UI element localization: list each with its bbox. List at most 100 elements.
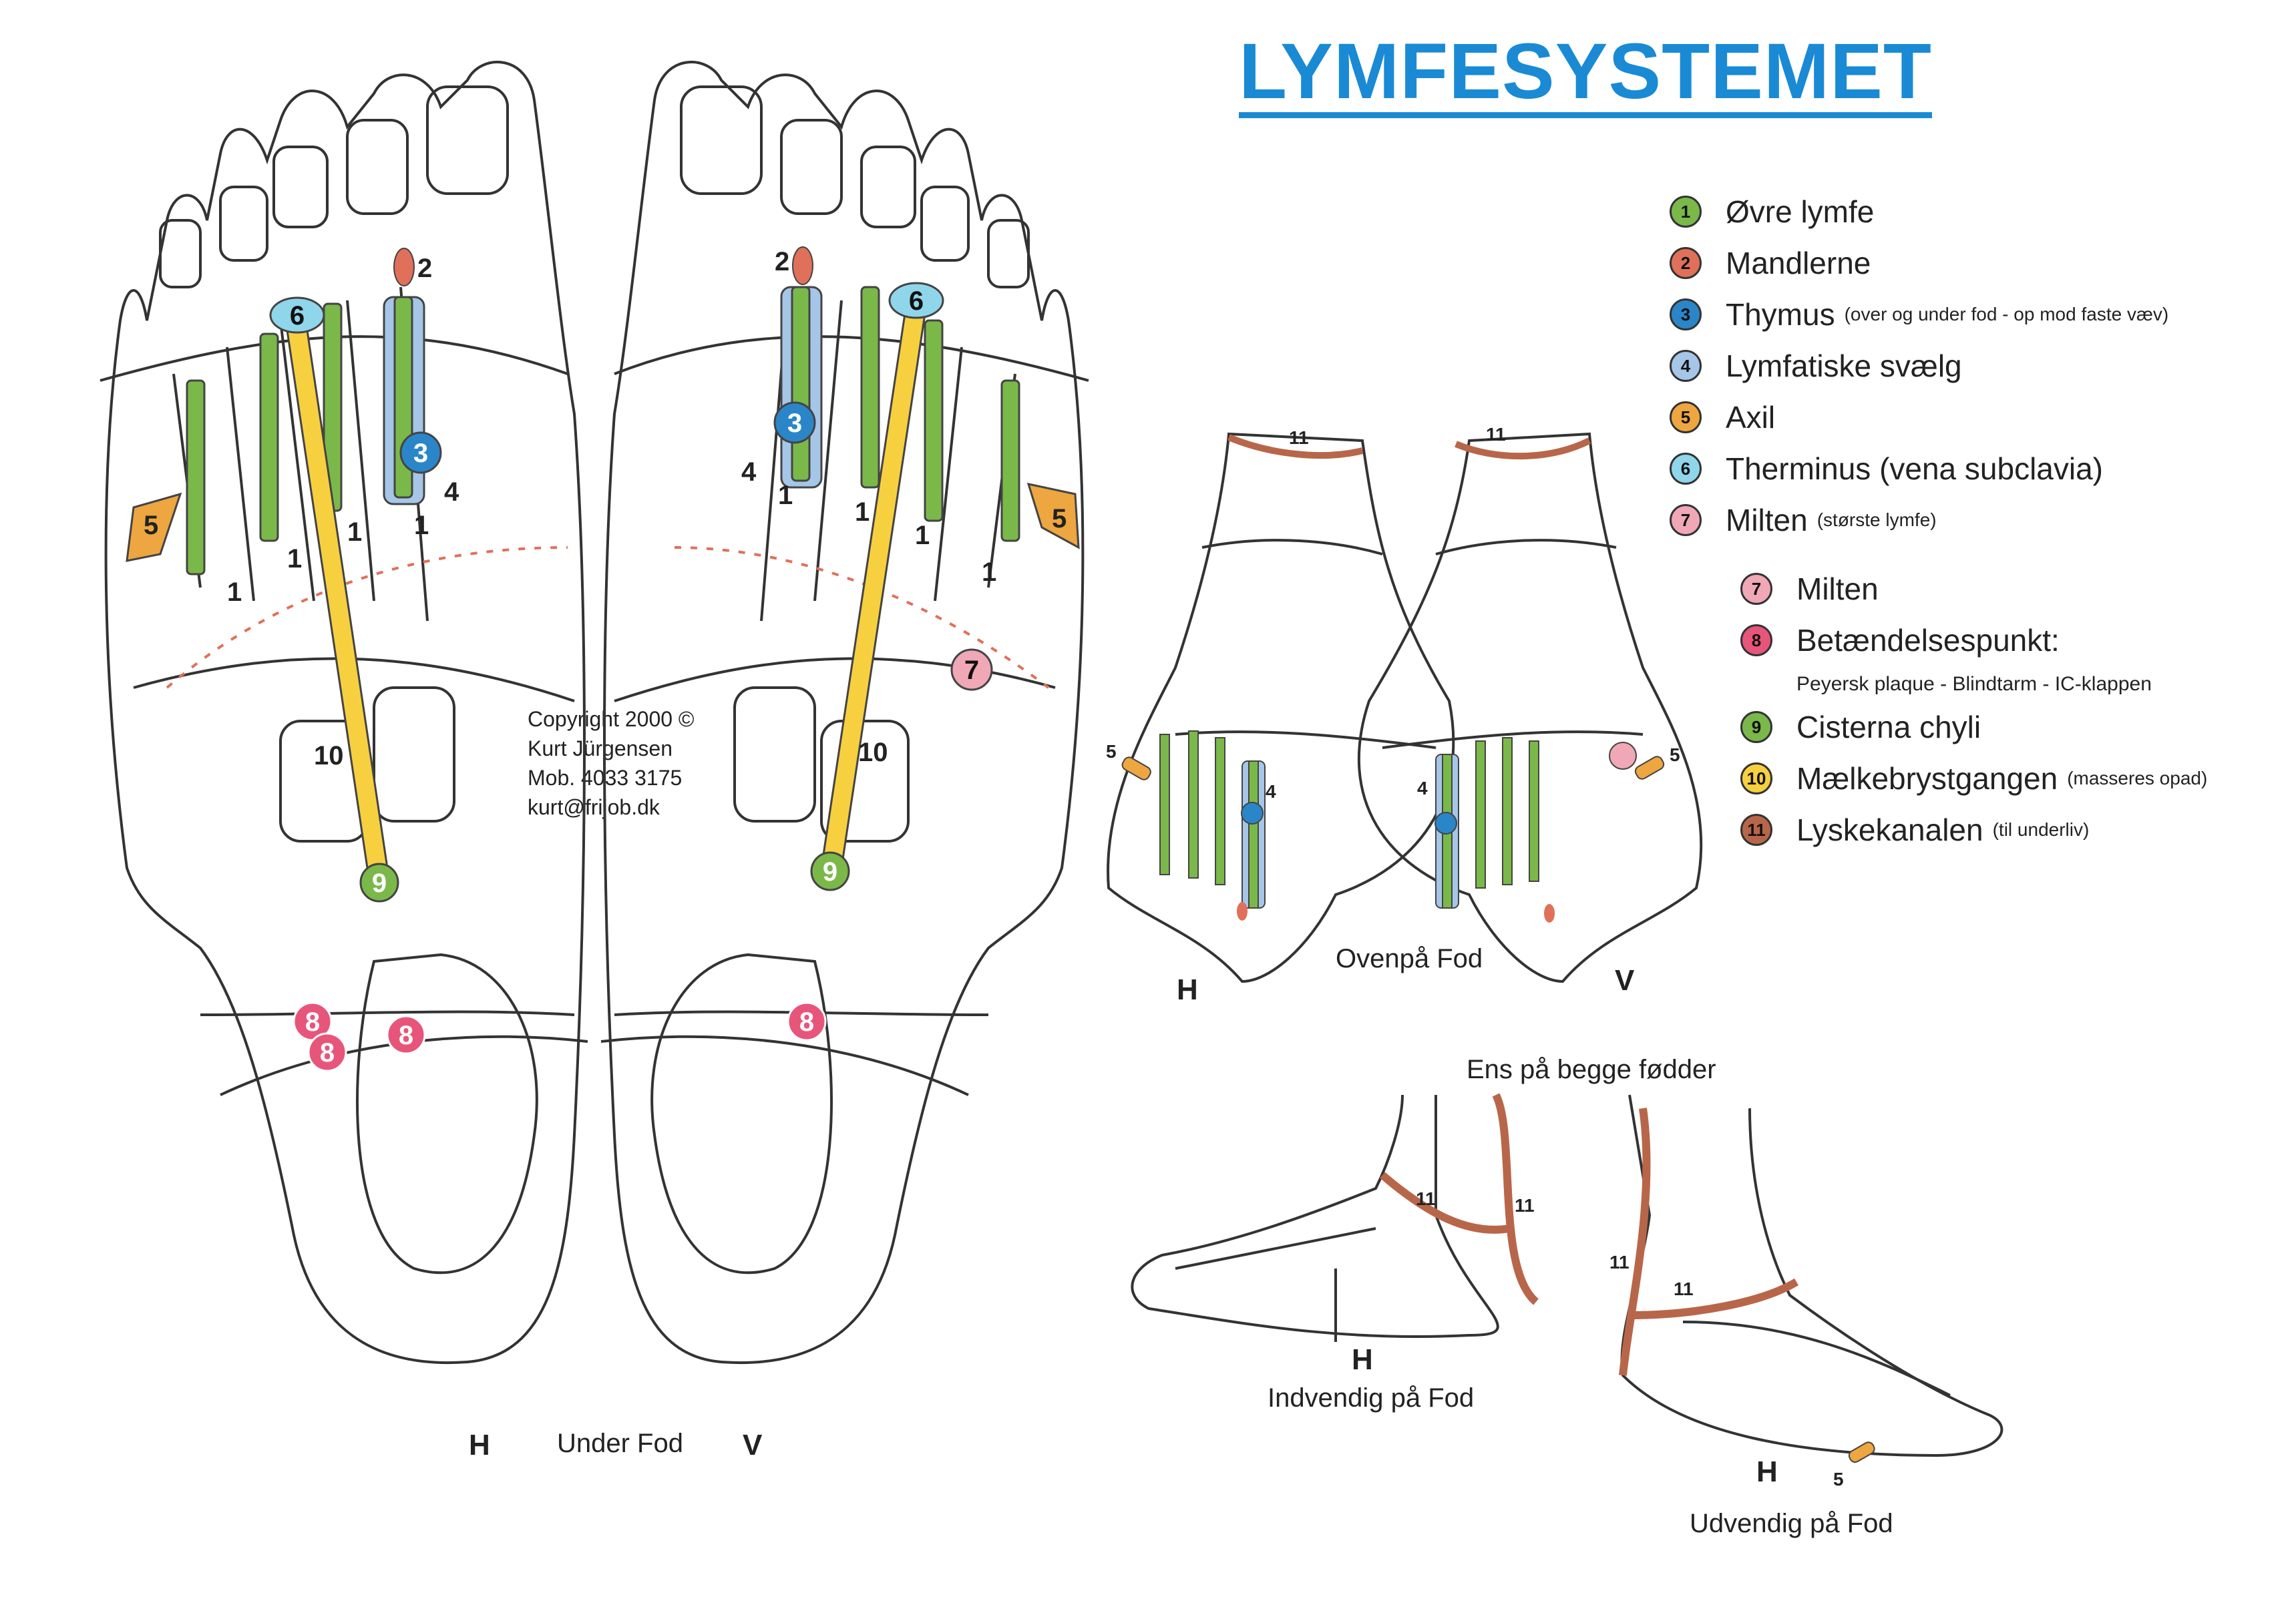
- caption-udv-h: H: [1756, 1455, 1778, 1488]
- legend-marker-icon: 6: [1670, 453, 1702, 485]
- label-6: 6: [290, 301, 305, 330]
- label-1: 1: [347, 517, 362, 547]
- legend-item: 1 Øvre lymfe: [1670, 194, 1874, 230]
- label-3: 3: [413, 439, 428, 468]
- copyright-line: Copyright 2000 ©: [528, 707, 695, 731]
- legend-label: Axil: [1726, 400, 1776, 435]
- caption-under-h: H: [469, 1429, 490, 1461]
- label-5: 5: [144, 511, 158, 540]
- label-3: 3: [787, 409, 802, 438]
- legend-item: 8 Betændelsespunkt:: [1740, 622, 2060, 658]
- legend-marker-icon: 5: [1670, 401, 1702, 433]
- label-9: 9: [823, 857, 837, 887]
- right-sole-markers: [773, 246, 1080, 1042]
- copyright-block: Copyright 2000 © Kurt Jürgensen Mob. 403…: [528, 704, 695, 822]
- legend-marker-icon: 11: [1740, 814, 1772, 846]
- caption-udvendig: Udvendig på Fod: [1690, 1509, 1893, 1538]
- legend-marker-icon: 4: [1670, 350, 1702, 382]
- caption-indvendig: Indvendig på Fod: [1268, 1383, 1475, 1413]
- label-7: 7: [964, 656, 979, 685]
- left-sole-outline: [104, 60, 586, 1364]
- left-sole-markers: [126, 248, 442, 1072]
- label-11: 11: [1486, 424, 1506, 445]
- legend-item: 11 Lyskekanalen (til underliv): [1740, 812, 2089, 848]
- caption-oven-h: H: [1177, 973, 1198, 1006]
- caption-oven-v: V: [1615, 964, 1635, 997]
- legend-subnote: Peyersk plaque - Blindtarm - IC-klappen: [1796, 673, 2152, 695]
- legend-item: 5 Axil: [1670, 399, 1775, 435]
- side-foot-outer: [1620, 1094, 2003, 1457]
- copyright-line: Kurt Jürgensen: [528, 736, 673, 760]
- label-8: 8: [399, 1021, 413, 1050]
- label-5: 5: [1670, 744, 1680, 765]
- label-1: 1: [982, 557, 996, 587]
- top-foot-right: [1357, 432, 1703, 983]
- legend-label: Milten: [1726, 503, 1808, 537]
- label-11: 11: [1674, 1279, 1694, 1299]
- top-foot-markers: [1121, 730, 1665, 923]
- legend-item: 9 Cisterna chyli: [1740, 709, 1981, 745]
- legend-note: (største lymfe): [1816, 509, 1937, 530]
- legend-label: Mælkebrystgangen: [1796, 761, 2058, 796]
- caption-ovenpaa: Ovenpå Fod: [1336, 944, 1483, 973]
- legend-note: (til underliv): [1992, 819, 2090, 840]
- label-2: 2: [775, 247, 789, 276]
- legend-marker-icon: 7: [1670, 504, 1702, 536]
- legend-marker-icon: 3: [1670, 298, 1702, 330]
- label-10: 10: [858, 738, 888, 767]
- label-10: 10: [314, 741, 344, 770]
- legend-item: 10 Mælkebrystgangen (masseres opad): [1740, 760, 2207, 796]
- page-title: LYMFESYSTEMET: [1239, 32, 1933, 118]
- legend-item: 7 Milten (største lymfe): [1670, 502, 1937, 538]
- legend-marker-icon: 7: [1740, 573, 1772, 605]
- legend-label: Øvre lymfe: [1726, 194, 1875, 229]
- legend-marker-icon: 10: [1740, 762, 1772, 794]
- label-4: 4: [1266, 781, 1276, 802]
- legend-label: Lymfatiske svælg: [1726, 349, 1962, 383]
- copyright-line: kurt@frijob.dk: [528, 795, 660, 819]
- caption-under-v: V: [743, 1429, 763, 1461]
- legend-marker-icon: 1: [1670, 196, 1702, 228]
- label-1: 1: [414, 511, 429, 540]
- label-2: 2: [417, 254, 432, 283]
- label-9: 9: [372, 869, 387, 898]
- legend-label: Lyskekanalen: [1796, 813, 1983, 847]
- label-8: 8: [799, 1007, 814, 1037]
- label-8: 8: [320, 1038, 335, 1068]
- caption-indv-h: H: [1352, 1343, 1373, 1376]
- caption-under-fod: Under Fod: [557, 1429, 683, 1458]
- label-11: 11: [1515, 1195, 1535, 1216]
- label-5: 5: [1052, 504, 1067, 533]
- label-11: 11: [1416, 1188, 1436, 1209]
- label-11: 11: [1289, 427, 1309, 448]
- label-1: 1: [227, 578, 242, 607]
- legend-marker-icon: 9: [1740, 711, 1772, 743]
- legend-note: (over og under fod - op mod faste væv): [1844, 304, 2169, 324]
- legend-label: Cisterna chyli: [1796, 710, 1981, 744]
- label-4: 4: [741, 457, 757, 487]
- label-5: 5: [1833, 1469, 1844, 1489]
- label-1: 1: [778, 481, 793, 510]
- label-11: 11: [1609, 1252, 1630, 1273]
- caption-ens: Ens på begge fødder: [1467, 1055, 1716, 1084]
- legend-label: Betændelsespunkt:: [1796, 623, 2060, 658]
- top-foot-left: [1107, 432, 1455, 983]
- legend-marker-icon: 8: [1740, 624, 1772, 656]
- label-4: 4: [444, 477, 459, 507]
- label-8: 8: [305, 1007, 320, 1037]
- legend-item: 4 Lymfatiske svælg: [1670, 348, 1962, 384]
- label-6: 6: [909, 286, 924, 316]
- label-1: 1: [855, 497, 870, 527]
- legend-note: (masseres opad): [2067, 768, 2208, 788]
- label-4: 4: [1417, 778, 1428, 798]
- side-foot-inner: [1131, 1094, 1499, 1342]
- legend-item: 6 Therminus (vena subclavia): [1670, 451, 2103, 487]
- legend-marker-icon: 2: [1670, 247, 1702, 279]
- label-1: 1: [287, 544, 302, 573]
- legend-item: 3 Thymus (over og under fod - op mod faste…: [1670, 296, 2168, 332]
- legend-label: Thymus: [1726, 297, 1835, 332]
- legend-label: Therminus (vena subclavia): [1726, 451, 2104, 486]
